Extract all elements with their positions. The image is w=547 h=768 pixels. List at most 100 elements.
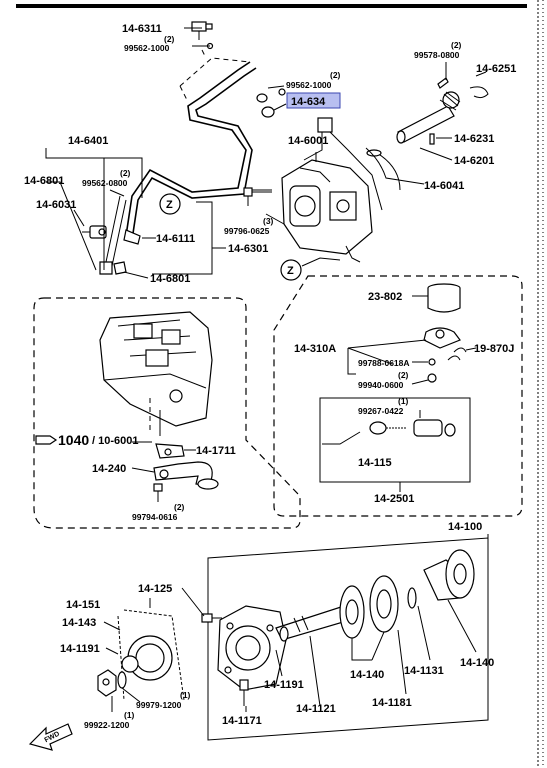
label-14-1121: 14-1121 <box>296 703 336 715</box>
pipe-14-240[interactable] <box>153 461 219 490</box>
label-19-870j: 19-870J <box>474 343 514 355</box>
label-14-6031: 14-6031 <box>36 199 76 211</box>
engine-block[interactable] <box>99 311 213 436</box>
label-qty-2-f: (2) <box>174 502 185 512</box>
gasket-14-1711[interactable] <box>155 443 185 459</box>
pump-housing[interactable] <box>217 605 287 691</box>
label-qty-2-c: (2) <box>451 40 462 50</box>
label-qty-3-a: (3) <box>263 216 274 226</box>
label-14-1131: 14-1131 <box>404 665 444 677</box>
leader-14-6801b <box>123 271 149 279</box>
label-14-1171: 14-1171 <box>222 715 262 727</box>
washer-99979-1200[interactable] <box>117 671 127 689</box>
bolt-99796-0625[interactable] <box>243 187 272 197</box>
label-99562-0800: 99562-0800 <box>82 178 128 188</box>
injection-pipe-14-6301[interactable] <box>125 57 257 241</box>
shaft-14-1121[interactable] <box>275 605 351 642</box>
leader-14-143 <box>103 621 121 631</box>
label-10-6001: / 10-6001 <box>92 435 138 447</box>
label-99267-0422: 99267-0422 <box>358 406 404 416</box>
pump-section-box <box>273 275 523 517</box>
injection-pump-body[interactable] <box>265 159 373 263</box>
leader-99979 <box>121 687 141 703</box>
label-14-634[interactable]: 14-634 <box>291 96 326 108</box>
label-14-115: 14-115 <box>358 457 392 469</box>
label-99562-1000-a: 99562-1000 <box>124 43 170 53</box>
label-14-125: 14-125 <box>138 583 172 595</box>
label-99794-0616: 99794-0616 <box>132 512 178 522</box>
valve-14-115[interactable] <box>369 410 456 437</box>
label-14-1191-a: 14-1191 <box>60 643 100 655</box>
hose-14-634[interactable] <box>256 88 286 118</box>
label-qty-2-a: (2) <box>164 34 175 44</box>
shaft-14-6201[interactable] <box>396 77 489 145</box>
bolt-14-125[interactable] <box>201 613 222 623</box>
housing-14-310a[interactable] <box>423 327 467 383</box>
ref-mark-z-2 <box>280 259 302 281</box>
label-z-1: Z <box>166 199 173 211</box>
rotor-14-1181[interactable] <box>369 575 399 633</box>
label-14-240: 14-240 <box>92 463 126 475</box>
leader-14-115 <box>322 431 361 445</box>
label-14-2501: 14-2501 <box>374 493 414 505</box>
bolt-99794-0616[interactable] <box>153 483 163 502</box>
rotor-14-140a[interactable] <box>339 585 365 639</box>
label-qty-1-a: (1) <box>398 396 409 406</box>
label-99562-1000-b: 99562-1000 <box>286 80 332 90</box>
leader-14-125 <box>181 587 205 617</box>
leader-14-1121 <box>309 635 321 707</box>
fitting-guide <box>201 49 207 59</box>
leader-14-1191b <box>275 649 283 677</box>
label-99788-0618a: 99788-0618A <box>358 358 410 368</box>
leader-14-634 <box>273 103 287 111</box>
label-14-6311: 14-6311 <box>122 23 162 35</box>
ref-mark-z-1 <box>159 193 181 215</box>
bracket-14-310a <box>347 339 427 375</box>
label-14-143: 14-143 <box>62 617 96 629</box>
bracket-14-6401-l <box>45 148 105 270</box>
label-qty-1-c: (1) <box>124 710 135 720</box>
label-qty-2-d: (2) <box>120 168 131 178</box>
engine-section-box <box>33 297 301 529</box>
leader-14-6801a <box>46 181 97 271</box>
pulley-14-143[interactable] <box>121 635 173 681</box>
label-14-6231: 14-6231 <box>454 133 494 145</box>
label-14-1181: 14-1181 <box>372 697 412 709</box>
seal-14-1131[interactable] <box>407 587 417 609</box>
bracket-14-6401-r <box>104 157 143 198</box>
label-99796-0625: 99796-0625 <box>224 226 270 236</box>
leader-99562-b <box>267 85 285 89</box>
label-14-1191-b: 14-1191 <box>264 679 304 691</box>
leader-99940 <box>411 379 429 385</box>
label-14-151: 14-151 <box>66 599 100 611</box>
label-qty-2-e: (2) <box>398 370 409 380</box>
label-14-6201: 14-6201 <box>454 155 494 167</box>
leader-14-1181 <box>397 629 407 695</box>
cover-23-802[interactable] <box>427 283 461 313</box>
label-14-6251: 14-6251 <box>476 63 516 75</box>
leader-14-1131 <box>417 605 431 661</box>
label-99940-0600: 99940-0600 <box>358 380 404 390</box>
label-99578-0800: 99578-0800 <box>414 50 460 60</box>
forward-arrow-icon <box>28 723 73 751</box>
label-14-100: 14-100 <box>448 521 482 533</box>
label-99979-1200: 99979-1200 <box>136 700 182 710</box>
leader-14-1191a <box>105 647 119 655</box>
label-14-140-a: 14-140 <box>350 669 384 681</box>
nut-99922-1200[interactable] <box>97 669 117 697</box>
label-14-6401: 14-6401 <box>68 135 108 147</box>
pin-14-1171[interactable] <box>239 679 249 706</box>
highlight-14-634 <box>286 92 341 109</box>
label-14-6301: 14-6301 <box>228 243 268 255</box>
leader-19-870j <box>465 347 477 351</box>
harness-14-6001[interactable] <box>303 117 401 211</box>
leader-99562-0800 <box>109 189 125 197</box>
leader-14-6251 <box>475 71 487 77</box>
rotor-14-140b[interactable] <box>423 549 475 601</box>
bracket-14-6301 <box>152 201 213 275</box>
bracket-14-140a <box>351 631 385 661</box>
label-14-140-b: 14-140 <box>460 657 494 669</box>
fitting-14-6311[interactable] <box>191 21 213 40</box>
label-qty-2-b: (2) <box>330 70 341 80</box>
banjo-fittings-left[interactable] <box>82 195 141 275</box>
